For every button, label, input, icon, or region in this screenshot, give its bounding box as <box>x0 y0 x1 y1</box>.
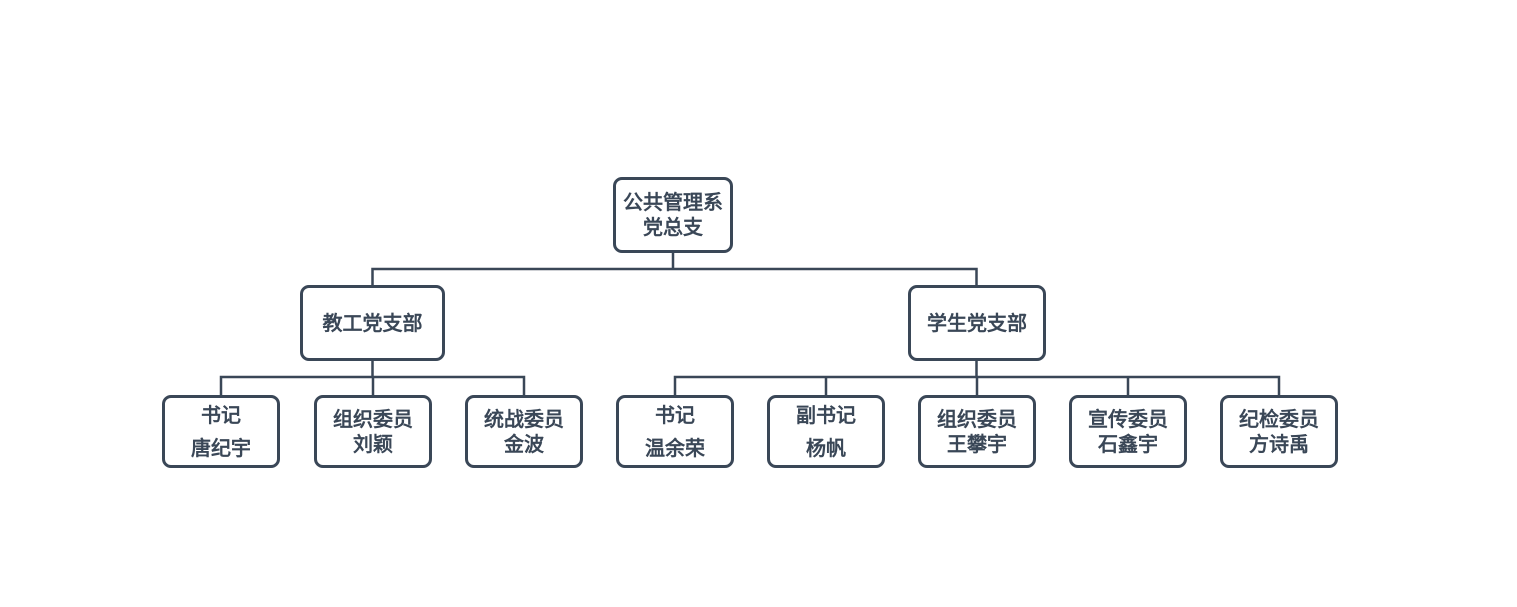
member-name: 刘颖 <box>353 431 393 456</box>
member-role: 统战委员 <box>484 406 564 431</box>
org-node-member[interactable]: 组织委员 刘颖 <box>314 395 432 468</box>
org-node-label: 教工党支部 <box>322 310 423 335</box>
org-node-root-line-2: 党总支 <box>643 215 703 239</box>
member-name: 温余荣 <box>645 435 705 460</box>
member-role: 组织委员 <box>937 406 1017 431</box>
org-node-member[interactable]: 书记 唐纪宇 <box>162 395 280 468</box>
member-name: 方诗禹 <box>1249 431 1309 456</box>
member-role: 组织委员 <box>333 406 413 431</box>
connector-faculty-branch-to-members <box>219 361 526 395</box>
connector-root-to-branches <box>371 253 978 285</box>
member-name: 石鑫宇 <box>1098 431 1158 456</box>
org-node-faculty-branch[interactable]: 教工党支部 <box>300 285 445 361</box>
member-name: 杨帆 <box>806 435 846 460</box>
org-node-root-line-1: 公共管理系 <box>623 190 723 214</box>
org-node-label: 学生党支部 <box>927 310 1027 335</box>
member-role: 书记 <box>655 402 695 427</box>
member-role: 纪检委员 <box>1239 406 1319 431</box>
member-role: 书记 <box>201 402 241 427</box>
connector-student-branch-to-members <box>673 361 1281 395</box>
org-node-member[interactable]: 统战委员 金波 <box>465 395 583 468</box>
org-node-member[interactable]: 副书记 杨帆 <box>767 395 885 468</box>
org-node-member[interactable]: 组织委员 王攀宇 <box>918 395 1036 468</box>
org-node-root[interactable]: 公共管理系 党总支 <box>613 177 733 253</box>
member-name: 唐纪宇 <box>191 435 251 460</box>
member-role: 副书记 <box>796 402 856 427</box>
member-name: 王攀宇 <box>947 431 1007 456</box>
org-node-student-branch[interactable]: 学生党支部 <box>908 285 1046 361</box>
org-node-member[interactable]: 纪检委员 方诗禹 <box>1220 395 1338 468</box>
member-name: 金波 <box>504 431 544 456</box>
org-node-member[interactable]: 宣传委员 石鑫宇 <box>1069 395 1187 468</box>
member-role: 宣传委员 <box>1088 406 1168 431</box>
org-node-member[interactable]: 书记 温余荣 <box>616 395 734 468</box>
